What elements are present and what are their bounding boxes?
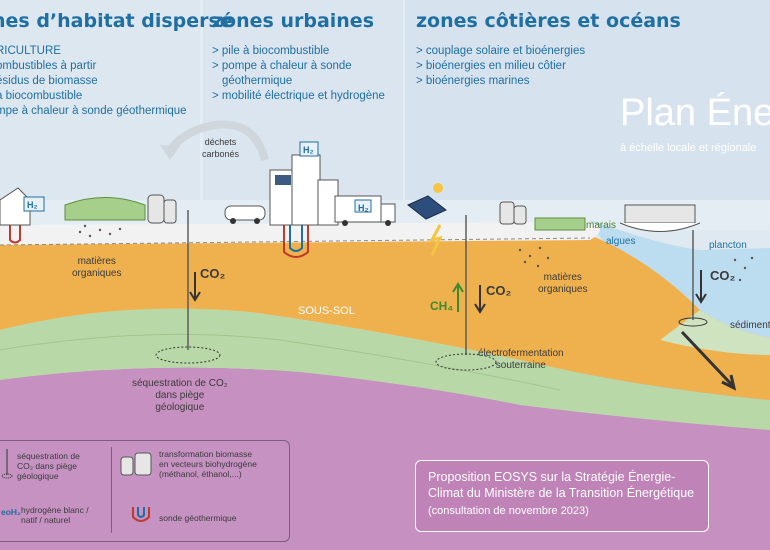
- zone-item: géothermique: [222, 75, 293, 87]
- seq-legend-icon: [1, 449, 13, 479]
- electro-label: électrofermentation souterraine: [478, 348, 564, 371]
- zone-item: > bioénergies en milieu côtier: [416, 60, 566, 72]
- legend-seq-text: séquestration de CO₂ dans piège géologiq…: [17, 451, 80, 481]
- zone-item: > couplage solaire et bioénergies: [416, 45, 586, 57]
- zone-item: > mobilité électrique et hydrogène: [212, 90, 385, 102]
- co2-left-label: CO₂: [200, 266, 226, 281]
- zone-item: ésidus de biomasse: [0, 75, 98, 87]
- legend-hydro-prefix: eoH₂: [1, 507, 21, 517]
- sediments-label: sédiments: [730, 320, 770, 331]
- legend-sonde-text: sonde géothermique: [159, 513, 237, 523]
- h2-badge-truck: H₂: [358, 203, 369, 213]
- sous-sol-label: SOUS-SOL: [298, 305, 355, 317]
- proposition-box: Proposition EOSYS sur la Stratégie Énerg…: [415, 460, 709, 532]
- zone-title-habitat: nes d’habitat dispersé: [0, 10, 233, 32]
- zone-item: > pile à biocombustible: [212, 45, 330, 57]
- h2-badge-house: H₂: [27, 200, 38, 210]
- proposition-text: Proposition EOSYS sur la Stratégie Énerg…: [428, 469, 708, 519]
- sonde-legend-icon: [132, 507, 150, 522]
- zone-title-cotieres: zones côtières et océans: [416, 10, 681, 32]
- zone-item: RICULTURE: [0, 45, 61, 57]
- h2-badge-building: H₂: [303, 145, 314, 155]
- co2-right-label: CO₂: [710, 268, 736, 283]
- legend-transfo-text: transformation biomasse en vecteurs bioh…: [159, 449, 257, 479]
- co2-mid-label: CO₂: [486, 283, 512, 298]
- legend-hydro-text: hydrogène blanc / natif / naturel: [21, 505, 89, 525]
- legend-panel: séquestration de CO₂ dans piège géologiq…: [0, 440, 290, 542]
- matieres-left-label: matières organiques: [72, 256, 122, 279]
- dechets-label: déchets carbonés: [202, 137, 240, 159]
- zone-item: ombustibles à partir: [0, 60, 97, 72]
- zone-item: mpe à chaleur à sonde géothermique: [0, 105, 187, 117]
- marais-label: marais: [586, 220, 617, 231]
- tanks-legend-icon: [120, 452, 152, 476]
- zone-list-urbaines: > pile à biocombustible > pompe à chaleu…: [212, 44, 385, 104]
- zone-list-habitat: RICULTURE ombustibles à partir ésidus de…: [0, 44, 187, 119]
- proposition-main: Proposition EOSYS sur la Stratégie Énerg…: [428, 470, 695, 500]
- ch4-label: CH₄: [430, 299, 454, 313]
- legend-divider: [111, 447, 112, 533]
- zone-item: > bioénergies marines: [416, 75, 530, 87]
- zone-item: > pompe à chaleur à sonde: [212, 60, 352, 72]
- sequestration-label: séquestration de CO₂ dans piège géologiq…: [132, 378, 228, 413]
- matieres-right-label: matières organiques: [538, 272, 588, 295]
- algues-label: algues: [606, 236, 636, 247]
- plan-title: Plan Éne: [620, 92, 770, 134]
- zone-title-urbaines: zones urbaines: [212, 10, 375, 32]
- proposition-small: (consultation de novembre 2023): [428, 505, 589, 517]
- zone-item: à biocombustible: [0, 90, 83, 102]
- plan-subtitle: à échelle locale et régionale: [620, 142, 757, 154]
- zone-list-cotieres: > couplage solaire et bioénergies > bioé…: [416, 44, 585, 89]
- plancton-label: plancton: [709, 240, 747, 251]
